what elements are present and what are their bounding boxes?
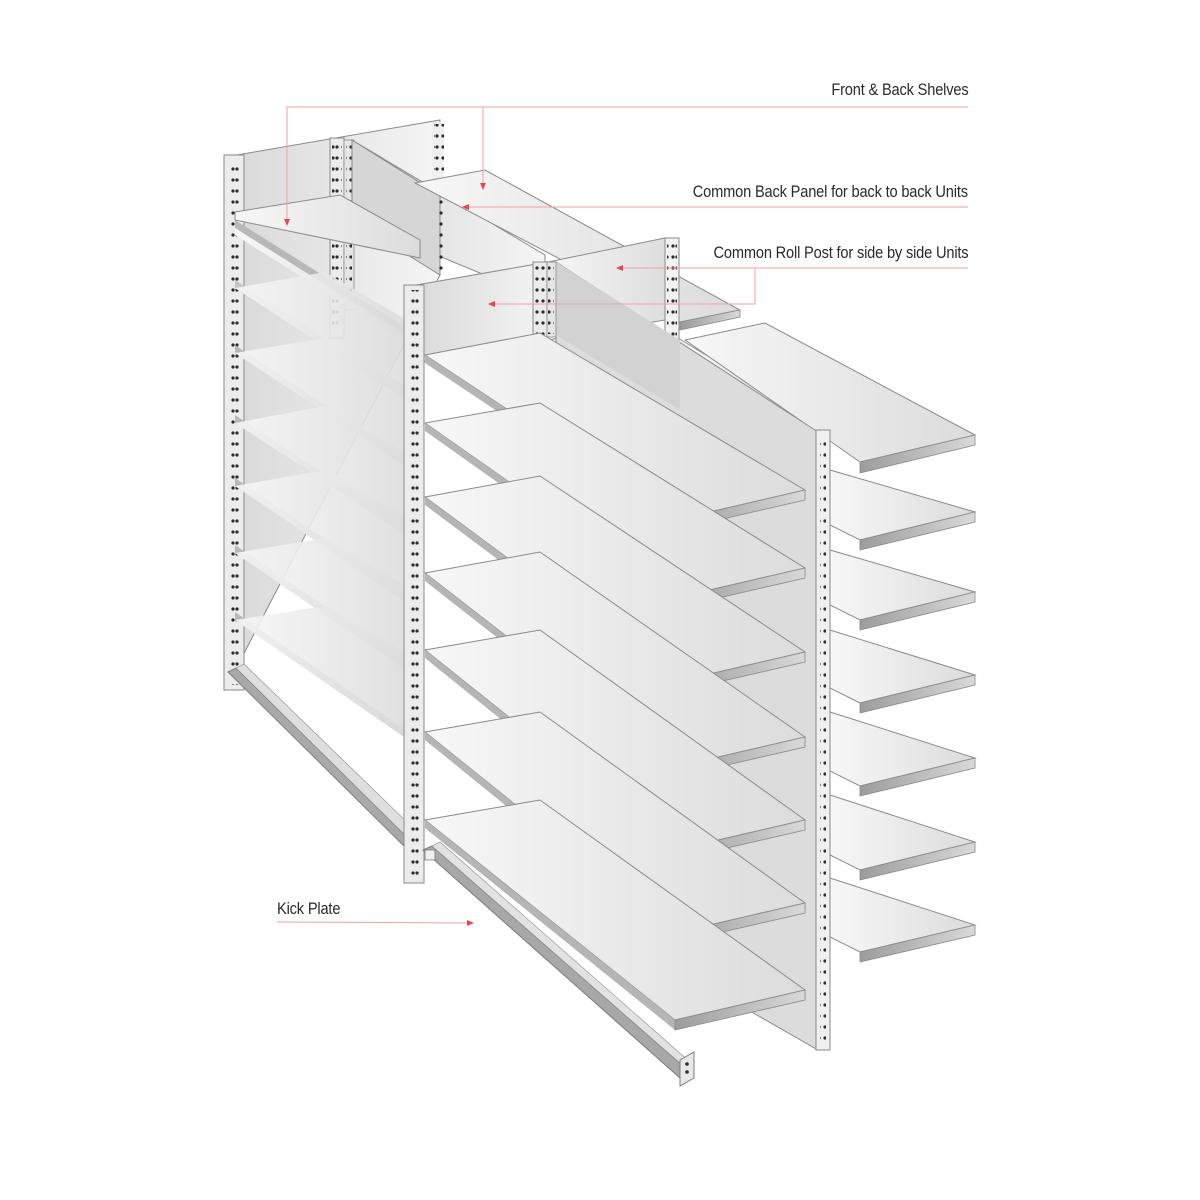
upright-slots — [437, 200, 443, 275]
upright-slots — [548, 266, 554, 334]
rear-unit-shelves — [234, 194, 421, 741]
leader-lines — [276, 106, 968, 926]
leader-front-back-shelves — [286, 106, 968, 222]
front-unit — [403, 237, 831, 1087]
rear-unit — [223, 119, 742, 854]
upright-slots — [411, 290, 421, 878]
front-kick-plate — [422, 841, 695, 1087]
label-common-roll-post: Common Roll Post for side by side Units — [713, 243, 968, 262]
upright-slots — [535, 265, 545, 335]
label-kick-plate: Kick Plate — [277, 899, 341, 918]
side-unit-shelves — [683, 322, 977, 963]
label-front-back-shelves: Front & Back Shelves — [830, 80, 968, 99]
leader-kick-plate — [276, 921, 471, 924]
upright-slots — [820, 436, 826, 1046]
label-common-back-panel: Common Back Panel for back to back Units — [692, 182, 968, 201]
front-unit-shelves — [423, 332, 807, 1031]
upright-slots — [667, 242, 677, 412]
